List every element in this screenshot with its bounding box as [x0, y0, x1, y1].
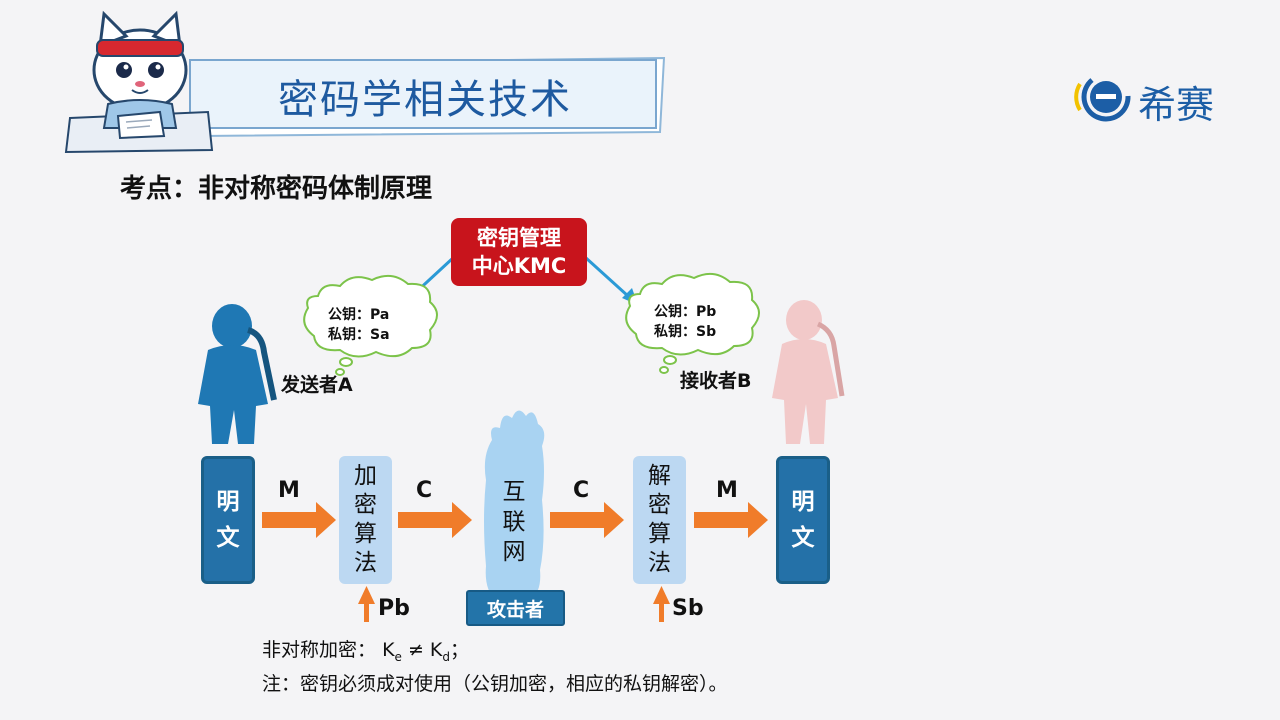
encrypt-algorithm-box: 加 密 算 法 — [339, 456, 392, 584]
plaintext-left-box: 明 文 — [201, 456, 255, 584]
note-line-2: 注：密钥必须成对使用（公钥加密，相应的私钥解密）。 — [262, 673, 728, 695]
note-sub-d: d — [442, 649, 451, 664]
internet-char-3: 网 — [502, 539, 526, 565]
sender-key-cloud — [303, 274, 438, 376]
label-m1: M — [278, 478, 300, 503]
note-k-symbol: K — [382, 639, 395, 661]
plaintext-left-char-1: 明 — [216, 489, 240, 515]
sender-public-key: 公钥：Pa — [328, 307, 390, 323]
decrypt-char-4: 法 — [648, 550, 671, 576]
flow-arrow-m2 — [694, 502, 768, 538]
label-m2: M — [716, 478, 738, 503]
brand-name: 希赛 — [1138, 83, 1215, 127]
receiver-label: 接收者B — [680, 370, 752, 392]
receiver-private-key: 私钥：Sb — [654, 324, 717, 340]
decrypt-char-3: 算 — [648, 521, 671, 547]
decrypt-char-2: 密 — [648, 492, 671, 518]
kmc-line1: 密钥管理 — [477, 226, 561, 250]
section-subtitle: 考点：非对称密码体制原理 — [120, 174, 433, 204]
plaintext-right-box: 明 文 — [776, 456, 830, 584]
plaintext-right-char-2: 文 — [791, 525, 815, 551]
internet-char-1: 互 — [502, 479, 526, 505]
note-prefix: 非对称加密： — [262, 639, 377, 661]
kmc-line2: 中心KMC — [471, 254, 567, 278]
label-c1: C — [416, 478, 433, 503]
sender-person-icon — [198, 304, 277, 444]
kmc-box: 密钥管理 中心KMC — [451, 218, 587, 286]
encrypt-char-2: 密 — [354, 492, 377, 518]
internet-char-2: 联 — [502, 509, 526, 535]
note-line-1: 非对称加密： Ke ≠ Kd； — [262, 635, 469, 664]
encrypt-char-1: 加 — [354, 463, 377, 489]
note-k-d: Kd — [429, 639, 451, 664]
encrypt-char-3: 算 — [354, 521, 377, 547]
receiver-key-cloud — [625, 272, 760, 374]
receiver-keys: 公钥：Pb 私钥：Sb — [654, 302, 716, 342]
receiver-public-key: 公钥：Pb — [654, 304, 717, 320]
note-neq: ≠ — [401, 639, 430, 661]
note-suffix: ； — [450, 639, 470, 661]
sender-private-key: 私钥：Sa — [328, 327, 390, 343]
note-k-e: Ke — [382, 639, 402, 664]
sender-keys: 公钥：Pa 私钥：Sa — [328, 305, 390, 345]
receiver-person-icon — [772, 300, 845, 444]
internet-label: 互 联 网 — [486, 474, 542, 570]
brand-logo-icon — [1074, 78, 1131, 122]
note-k-symbol-2: K — [429, 639, 443, 661]
internet-cloud — [484, 410, 545, 600]
flow-arrow-c1 — [398, 502, 472, 538]
plaintext-right-char-1: 明 — [791, 489, 815, 515]
decrypt-key-arrow — [653, 586, 670, 622]
label-c2: C — [573, 478, 590, 503]
encrypt-key-arrow — [358, 586, 375, 622]
encrypt-char-4: 法 — [354, 550, 377, 576]
attacker-box: 攻击者 — [466, 590, 565, 626]
plaintext-left-char-2: 文 — [216, 525, 240, 551]
decrypt-key-label: Sb — [672, 596, 704, 621]
mascot-illustration — [64, 10, 214, 154]
note-sub-e: e — [394, 649, 402, 664]
flow-arrow-c2 — [550, 502, 624, 538]
page-title: 密码学相关技术 — [278, 77, 572, 123]
encrypt-key-label: Pb — [378, 596, 410, 621]
decrypt-algorithm-box: 解 密 算 法 — [633, 456, 686, 584]
decrypt-char-1: 解 — [648, 463, 671, 489]
flow-arrow-m1 — [262, 502, 336, 538]
sender-label: 发送者A — [281, 374, 353, 396]
